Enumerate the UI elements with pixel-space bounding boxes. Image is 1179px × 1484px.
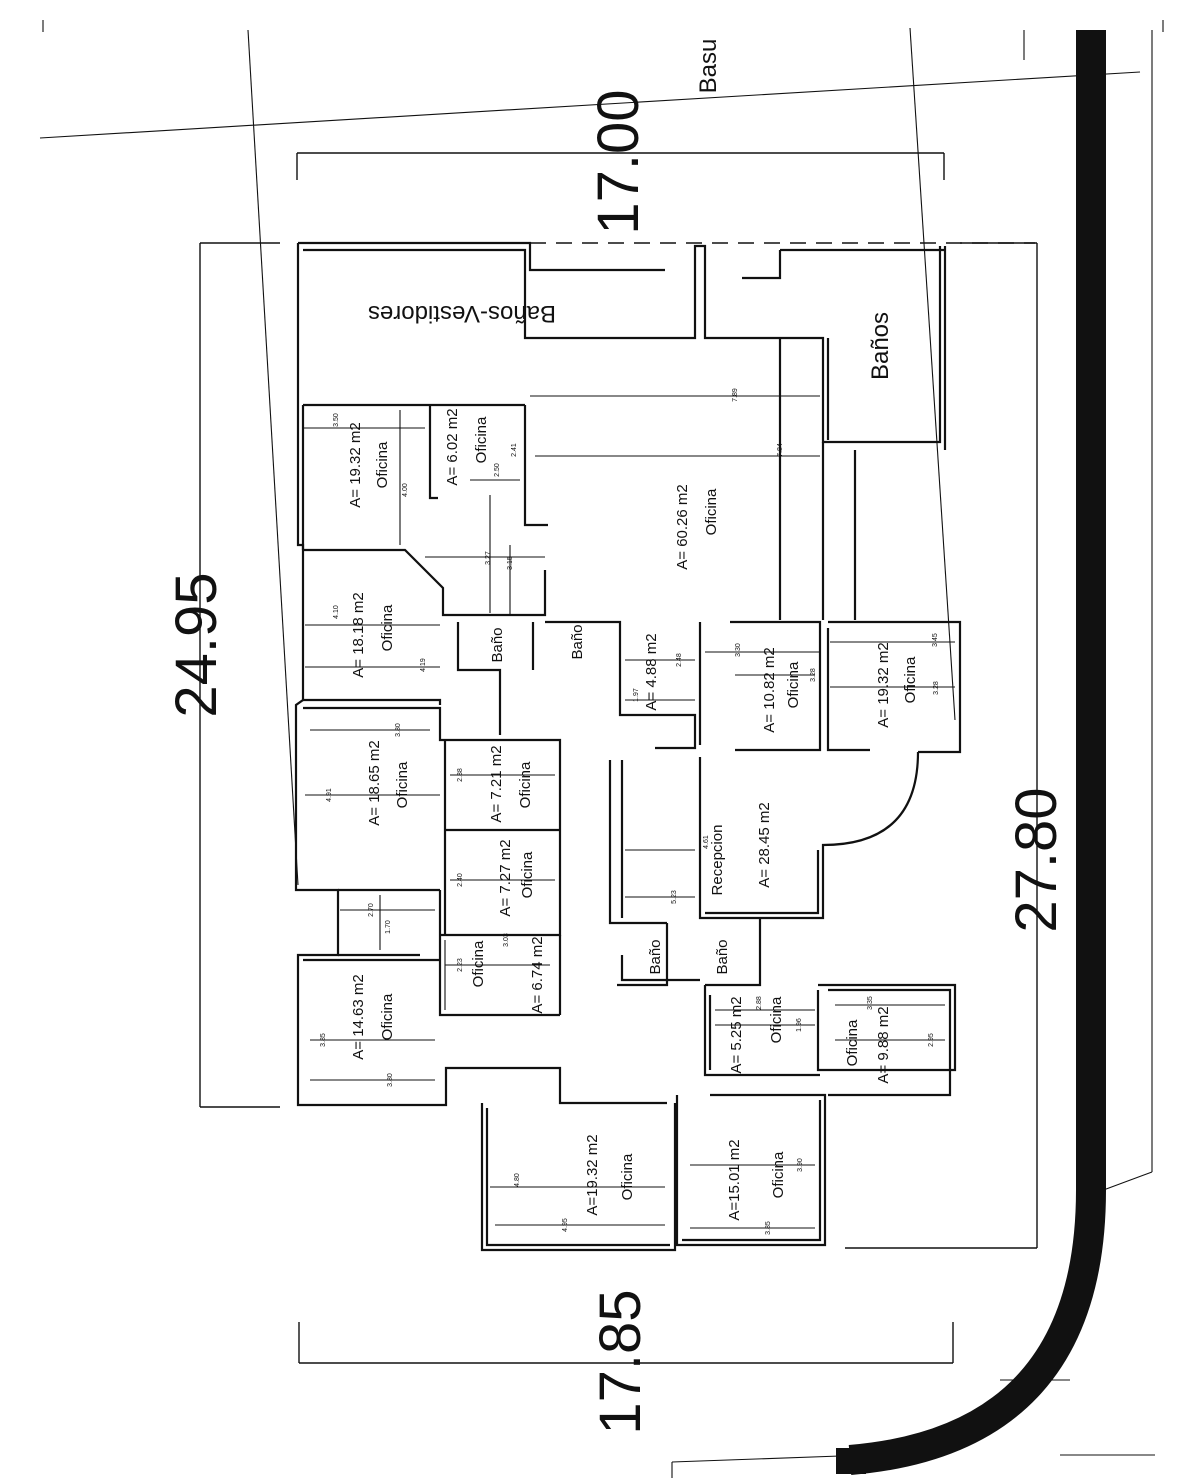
room-area: A= 14.63 m2 [350, 974, 367, 1059]
small-dim: 2.23 [457, 958, 464, 972]
small-dim: 4.00 [402, 483, 409, 497]
dimension-left: 24.95 [164, 572, 229, 717]
room-name: Oficina [473, 416, 490, 463]
small-dim: 1.70 [385, 920, 392, 934]
room-label-bano: Baño [647, 939, 664, 974]
small-dim: 2.70 [368, 903, 375, 917]
room-area: A= 5.25 m2 [728, 996, 745, 1073]
small-dim: 3.80 [395, 723, 402, 737]
room-name: Oficina [785, 661, 802, 708]
small-dim: 3.85 [765, 1221, 772, 1235]
small-dim: 4.95 [562, 1218, 569, 1232]
small-dim: 2.88 [756, 996, 763, 1010]
small-dim: 4.80 [514, 1173, 521, 1187]
room-area: A= 18.65 m2 [366, 740, 383, 825]
interior-dim-lines [303, 395, 955, 1229]
small-dim: 3.45 [932, 633, 939, 647]
dimension-top: 17.00 [586, 89, 651, 234]
small-dim: 3.03 [503, 933, 510, 947]
small-dim: 7.84 [777, 443, 784, 457]
small-dim: 4.10 [333, 605, 340, 619]
room-label-bano: Baño [489, 627, 506, 662]
small-dim: 1.96 [796, 1018, 803, 1032]
small-dim: 3.28 [933, 681, 940, 695]
room-labels: Baños-Vestidores Baños A= 19.32 m2 Ofici… [347, 300, 919, 1221]
street-curb [836, 30, 1106, 1475]
room-label-bano: Baño [569, 624, 586, 659]
small-dim: 4.91 [326, 788, 333, 802]
room-area: A=19.32 m2 [584, 1134, 601, 1215]
room-name: Oficina [394, 761, 411, 808]
small-dimension-labels: 3.50 4.00 2.50 2.41 3.27 3.15 4.10 4.19 … [320, 388, 940, 1235]
room-name: Oficina [517, 761, 534, 808]
small-dim: 2.95 [928, 1033, 935, 1047]
small-dim: 3.15 [507, 556, 514, 570]
room-area: A= 6.02 m2 [444, 408, 461, 485]
room-area: A= 7.27 m2 [497, 839, 514, 916]
small-dim: 4.61 [703, 835, 710, 849]
room-name: Oficina [374, 441, 391, 488]
small-dim: 3.50 [333, 413, 340, 427]
room-name: Oficina [703, 488, 720, 535]
small-dim: 3.35 [867, 996, 874, 1010]
small-dim: 3.30 [735, 643, 742, 657]
small-dim: 7.89 [732, 388, 739, 402]
room-area: A= 19.32 m2 [347, 422, 364, 507]
room-area: A=15.01 m2 [726, 1139, 743, 1220]
page-border-marks [42, 20, 1164, 1478]
room-area: A= 28.45 m2 [756, 802, 773, 887]
small-dim: 3.28 [810, 668, 817, 682]
small-dim: 2.48 [676, 653, 683, 667]
small-dim: 3.27 [485, 551, 492, 565]
walls [294, 241, 1035, 1252]
small-dim: 2.41 [511, 443, 518, 457]
dimension-bottom: 17.85 [588, 1289, 653, 1434]
small-dim: 2.50 [494, 463, 501, 477]
small-dim: 3.90 [797, 1158, 804, 1172]
room-name: Oficina [519, 851, 536, 898]
room-area: A= 7.21 m2 [488, 745, 505, 822]
street-label: Basu [695, 39, 722, 94]
room-name: Oficina [770, 1151, 787, 1198]
property-lines [39, 27, 1153, 1381]
room-name: Oficina [844, 1019, 861, 1066]
room-name: Oficina [470, 940, 487, 987]
small-dim: 3.85 [320, 1033, 327, 1047]
room-name: Oficina [619, 1153, 636, 1200]
small-dim: 4.19 [420, 658, 427, 672]
small-dim: 2.38 [457, 768, 464, 782]
room-area: A= 9.88 m2 [875, 1006, 892, 1083]
room-label-banos: Baños [867, 312, 894, 380]
room-name: Oficina [379, 604, 396, 651]
small-dim: 5.23 [671, 890, 678, 904]
room-area: A= 4.88 m2 [643, 633, 660, 710]
room-area: A= 60.26 m2 [674, 484, 691, 569]
room-name: Oficina [768, 996, 785, 1043]
room-name: Oficina [902, 656, 919, 703]
room-label-bano: Baño [714, 939, 731, 974]
room-name: Recepcion [709, 825, 726, 896]
room-area: A= 6.74 m2 [529, 936, 546, 1013]
dimension-right: 27.80 [1004, 787, 1069, 932]
small-dim: 3.80 [387, 1073, 394, 1087]
room-name: Oficina [379, 993, 396, 1040]
small-dim: 2.40 [457, 873, 464, 887]
room-area: A= 18.18 m2 [350, 592, 367, 677]
dimension-lines [199, 152, 1038, 1364]
room-label-banos-vestidores: Baños-Vestidores [368, 300, 556, 327]
room-area: A= 10.82 m2 [761, 647, 778, 732]
room-area: A= 19.32 m2 [875, 642, 892, 727]
small-dim: 1.97 [633, 688, 640, 702]
